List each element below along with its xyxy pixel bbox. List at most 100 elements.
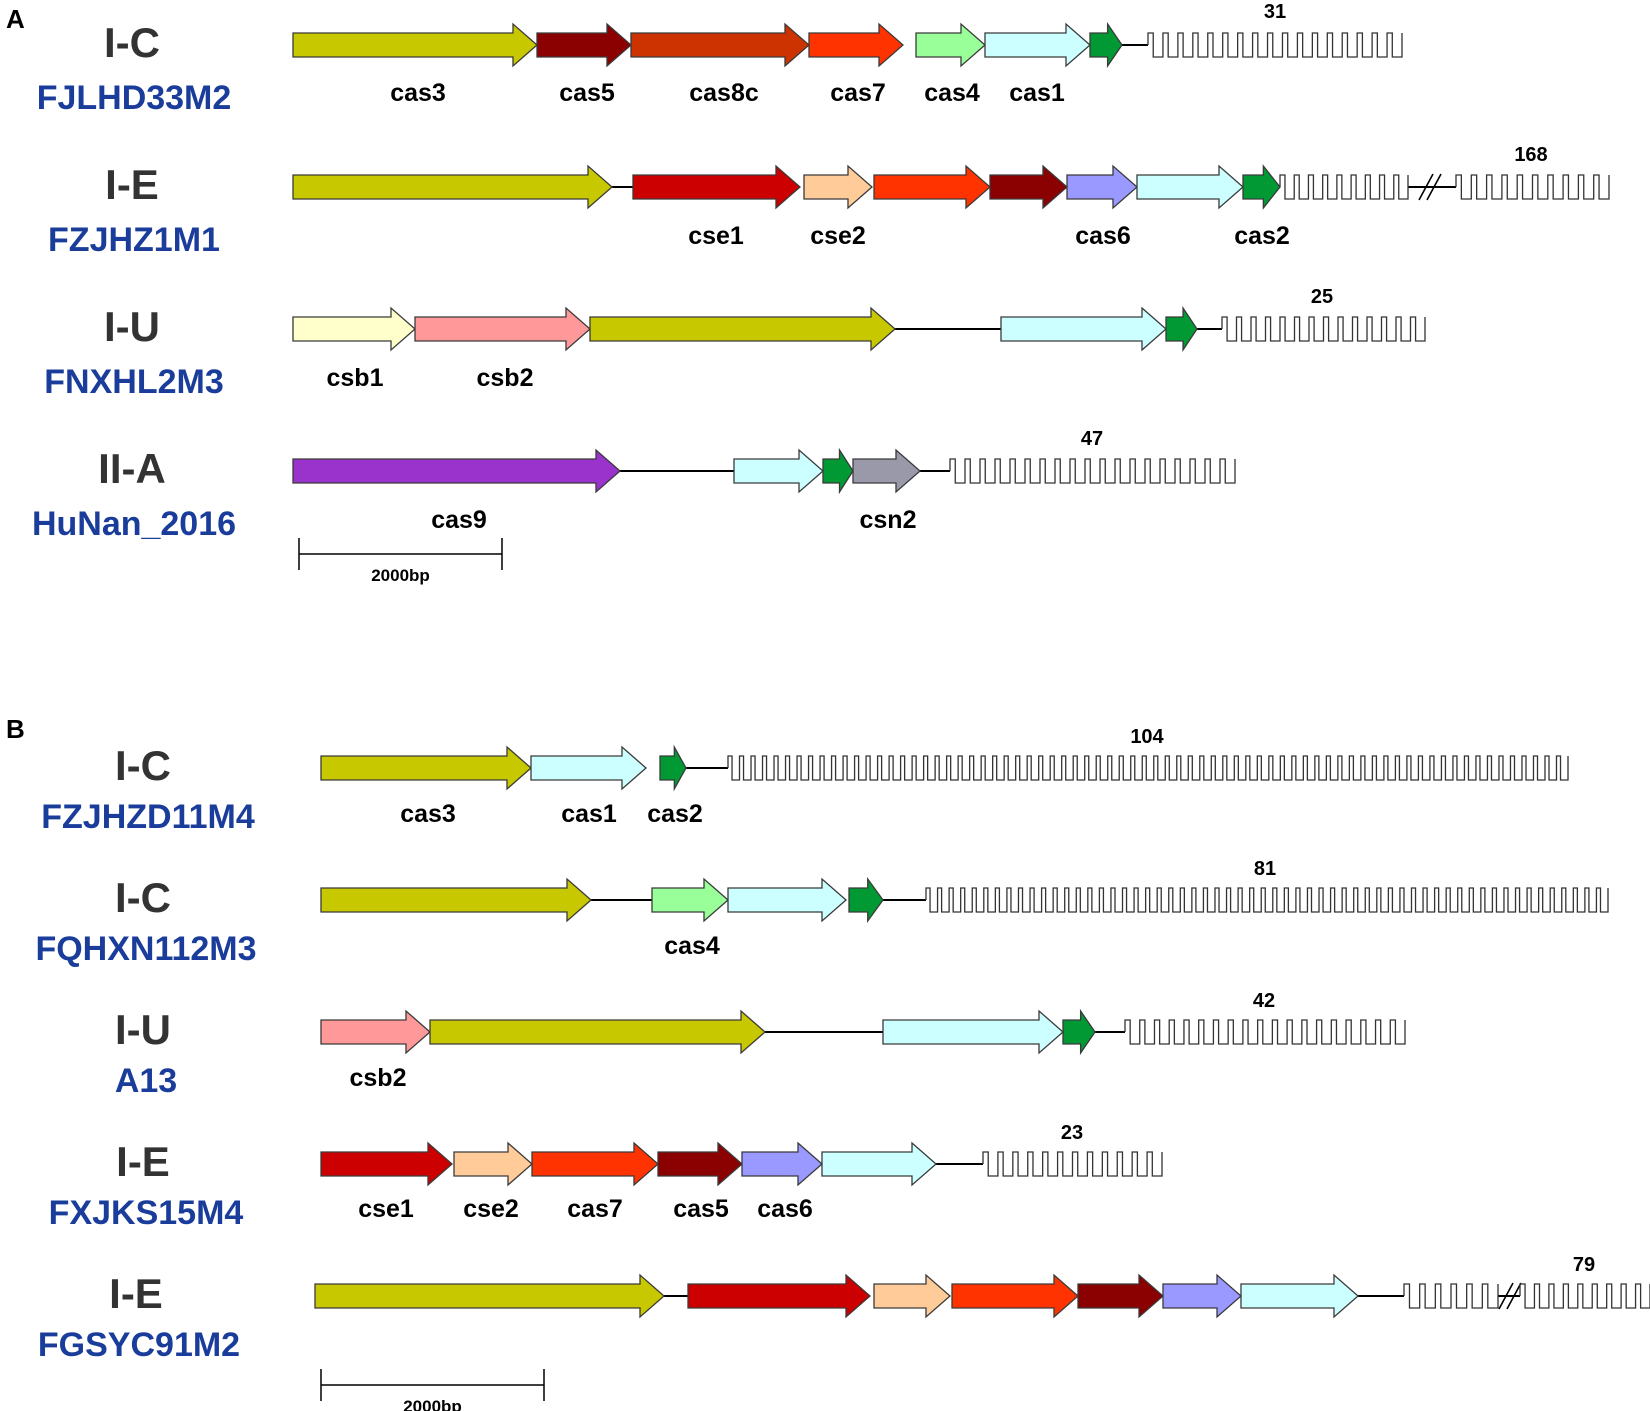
gene-label-cas5: cas5 <box>559 79 615 107</box>
gene-label-cas8c: cas8c <box>689 79 759 107</box>
gene-arrow-csb2 <box>414 306 591 352</box>
crispr-array <box>925 887 1609 913</box>
repeat-count-label: 25 <box>1311 286 1333 308</box>
gene-arrow-cas7 <box>951 1273 1079 1319</box>
crispr-array <box>1403 1283 1499 1309</box>
crispr-array <box>1279 174 1409 200</box>
panel-label-b: B <box>6 714 25 744</box>
strain-name-label: FJLHD33M2 <box>37 79 232 117</box>
gene-arrow-cse1 <box>687 1273 871 1319</box>
gene-arrow-cas7 <box>808 22 904 68</box>
strain-name-label: FQHXN112M3 <box>35 930 256 968</box>
crispr-array <box>727 755 1569 781</box>
crispr-array <box>1221 316 1426 342</box>
system-type-label: I-C <box>115 874 171 921</box>
gene-label-cas1: cas1 <box>1009 79 1065 107</box>
gene-label-cas4: cas4 <box>664 932 720 960</box>
gene-arrow-cas1 <box>530 745 647 791</box>
gene-label-csb2: csb2 <box>477 364 534 392</box>
gene-arrow-csb2 <box>320 1009 431 1055</box>
repeat-count-label: 81 <box>1254 858 1276 880</box>
gene-label-cas2: cas2 <box>647 800 703 828</box>
gene-label-cas6: cas6 <box>1075 222 1131 250</box>
gene-arrow-cas3 <box>292 22 538 68</box>
system-type-label: I-U <box>115 1006 171 1053</box>
crispr-array <box>982 1151 1163 1177</box>
system-type-label: I-C <box>104 19 160 66</box>
gene-arrow-cas3 <box>589 306 896 352</box>
gene-arrow-cse2 <box>453 1141 533 1187</box>
strain-name-label: FGSYC91M2 <box>38 1326 240 1364</box>
gene-arrow-cas1 <box>821 1141 937 1187</box>
gene-arrow-cas1 <box>1136 164 1244 210</box>
system-type-label: I-C <box>115 742 171 789</box>
strain-name-label: FZJHZ1M1 <box>48 221 220 259</box>
gene-label-cse2: cse2 <box>810 222 866 250</box>
gene-arrow-cas4 <box>651 877 729 923</box>
gene-arrow-cas7 <box>873 164 991 210</box>
gene-arrow-cas8c <box>630 22 810 68</box>
gene-label-cse1: cse1 <box>358 1195 414 1223</box>
gene-label-cas6: cas6 <box>757 1195 813 1223</box>
crispr-array <box>1124 1019 1406 1045</box>
strain-name-label: HuNan_2016 <box>32 505 236 543</box>
scale-bar <box>298 538 503 570</box>
repeat-count-label: 47 <box>1081 428 1103 450</box>
gene-arrow-cas2 <box>1089 21 1123 69</box>
gene-arrow-cas1 <box>882 1009 1064 1055</box>
gene-arrow-cas2 <box>1062 1008 1096 1056</box>
gene-label-csb1: csb1 <box>327 364 384 392</box>
gene-arrow-cas2 <box>822 447 854 495</box>
gene-label-cse2: cse2 <box>463 1195 519 1223</box>
gene-arrow-cas4 <box>915 22 986 68</box>
gene-arrow-cas1 <box>727 877 847 923</box>
gene-arrow-cas5 <box>989 164 1068 210</box>
gene-arrow-cas9 <box>292 448 621 494</box>
gene-label-cas5: cas5 <box>673 1195 729 1223</box>
scale-bar <box>320 1369 545 1401</box>
gene-label-cas3: cas3 <box>400 800 456 828</box>
system-type-label: I-E <box>109 1270 163 1317</box>
gene-arrow-cas2 <box>848 877 884 923</box>
gene-arrow-cas5 <box>536 22 632 68</box>
repeat-count-label: 31 <box>1264 1 1286 23</box>
repeat-count-label: 168 <box>1514 144 1547 166</box>
gene-arrow-cas1 <box>1240 1273 1359 1319</box>
sequence-break <box>1418 173 1442 201</box>
system-type-label: I-U <box>104 303 160 350</box>
gene-label-csb2: csb2 <box>350 1064 407 1092</box>
gene-arrow-cas7 <box>531 1141 659 1187</box>
gene-label-cas3: cas3 <box>390 79 446 107</box>
gene-arrow-cas1 <box>733 448 824 494</box>
gene-arrow-cas2 <box>1242 164 1281 210</box>
panel-label-a: A <box>6 4 25 34</box>
gene-arrow-cas2 <box>1165 305 1198 353</box>
gene-arrow-csn2 <box>852 448 921 494</box>
gene-label-cas2: cas2 <box>1234 222 1290 250</box>
crispr-array <box>1455 174 1610 200</box>
gene-arrow-cas2 <box>659 744 687 792</box>
gene-label-cas9: cas9 <box>431 506 487 534</box>
gene-arrow-cas6 <box>741 1141 823 1187</box>
gene-arrow-cse2 <box>803 164 873 210</box>
gene-label-csn2: csn2 <box>860 506 917 534</box>
crispr-arrays <box>727 32 1650 1309</box>
gene-arrow-cas3 <box>320 745 532 791</box>
gene-label-cas7: cas7 <box>830 79 886 107</box>
gene-arrow-csb1 <box>292 306 416 352</box>
strain-name-label: A13 <box>115 1062 177 1100</box>
strain-name-label: FZJHZD11M4 <box>41 798 255 836</box>
system-type-label: II-A <box>98 445 166 492</box>
gene-arrow-cas3 <box>314 1273 665 1319</box>
repeat-count-label: 79 <box>1573 1254 1595 1276</box>
scale-bar-label: 2000bp <box>371 566 430 585</box>
gene-label-cse1: cse1 <box>688 222 744 250</box>
gene-arrows <box>292 21 1359 1319</box>
gene-arrow-cas5 <box>1077 1273 1164 1319</box>
crispr-array <box>949 458 1236 484</box>
gene-arrow-cas3 <box>292 164 613 210</box>
gene-arrow-cse1 <box>320 1141 453 1187</box>
system-type-label: I-E <box>105 161 159 208</box>
